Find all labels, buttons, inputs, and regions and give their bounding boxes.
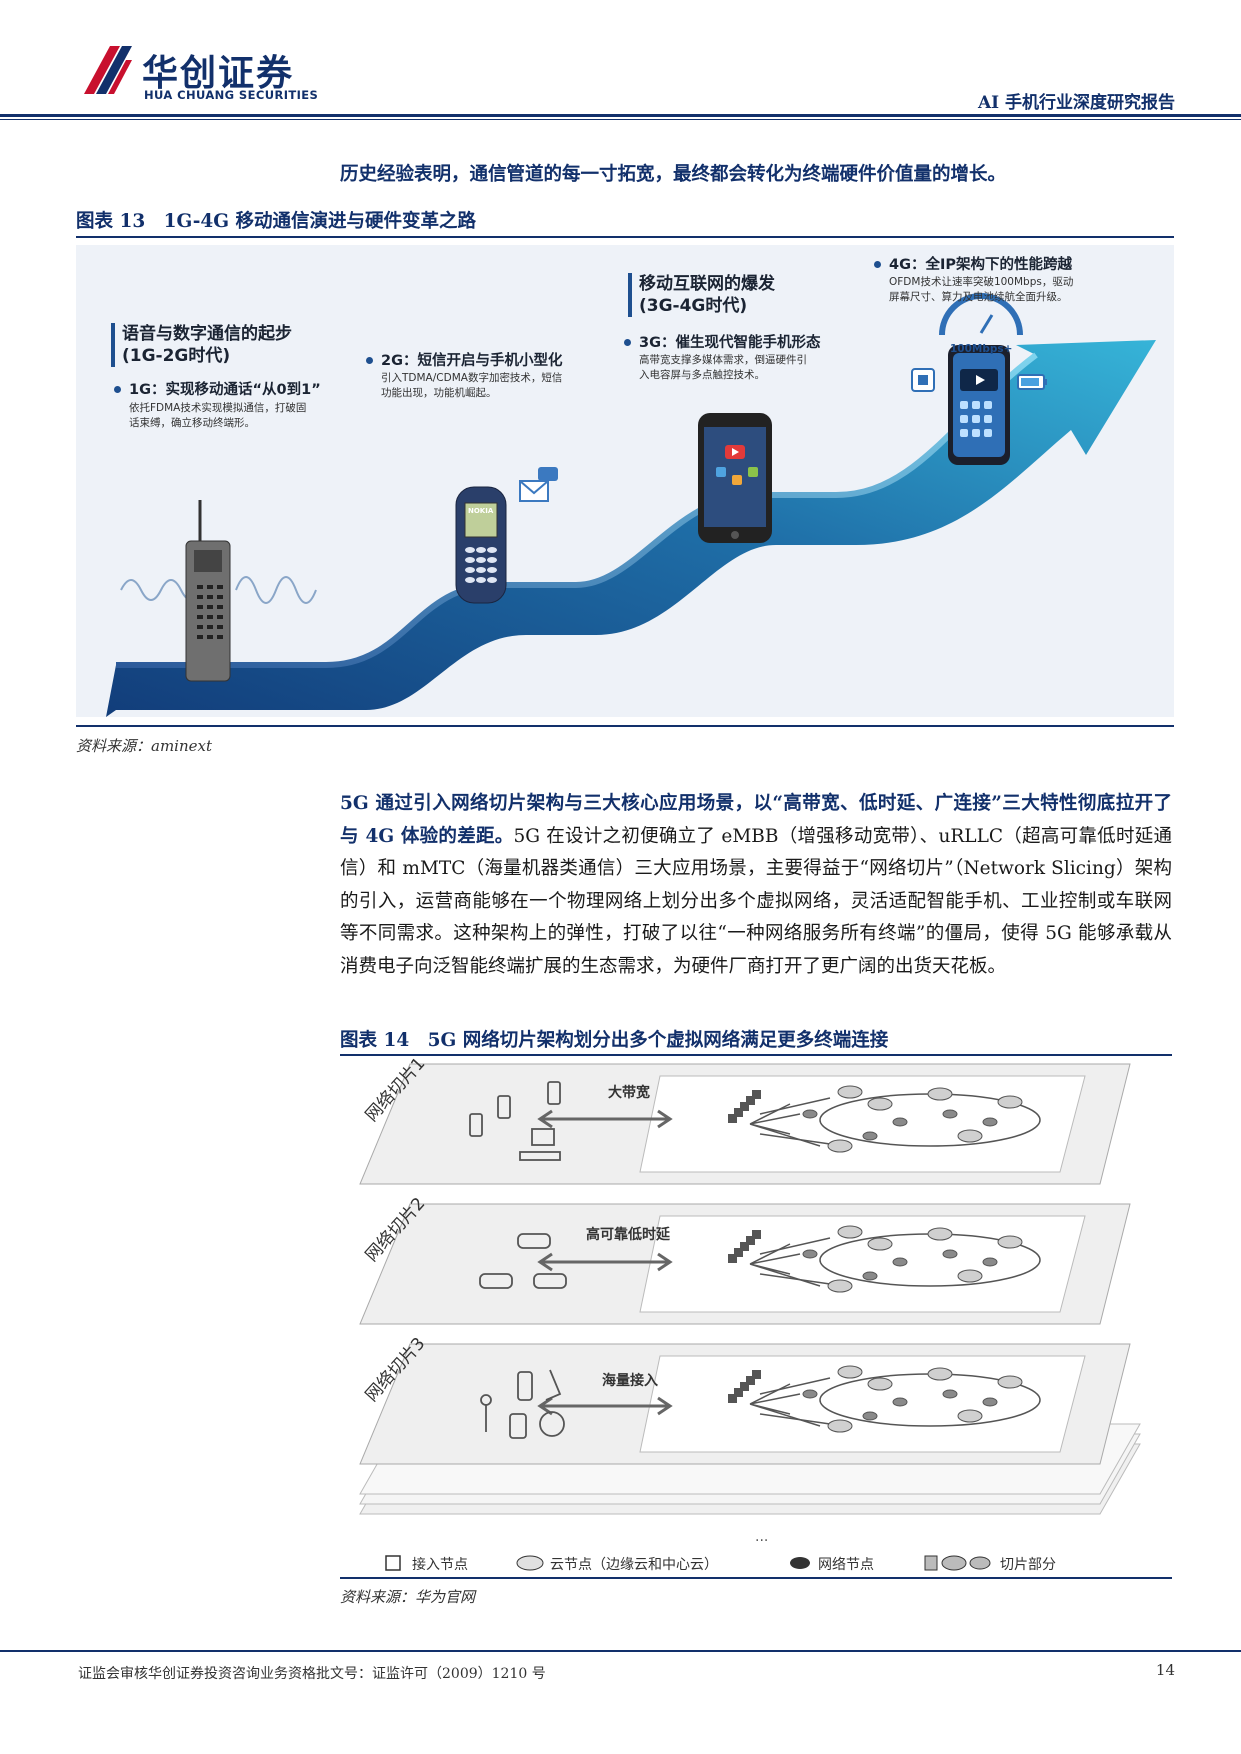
more-slices-ellipsis: ... <box>755 1529 768 1545</box>
report-title: AI 手机行业深度研究报告 <box>977 93 1175 113</box>
g3-bullet <box>624 339 631 346</box>
figure13-bottom-rule <box>76 725 1174 727</box>
era2-bar <box>628 273 632 317</box>
battery-icon <box>1017 374 1047 390</box>
logo-icon <box>84 46 132 94</box>
lead-sentence: 历史经验表明，通信管道的每一寸拓宽，最终都会转化为终端硬件价值量的增长。 <box>340 164 1007 185</box>
header-rule <box>0 114 1241 117</box>
g1-title: 1G：实现移动通话“从0到1” <box>129 382 321 398</box>
figure14-title-rule <box>340 1054 1172 1056</box>
slice3-arrow-label: 海量接入 <box>602 1373 658 1389</box>
legend-access-node: 接入节点 <box>412 1557 468 1573</box>
g2-bullet <box>366 357 373 364</box>
chip-icon <box>911 368 935 392</box>
legend-cloud-node: 云节点（边缘云和中心云） <box>550 1557 718 1573</box>
g3-desc: 高带宽支撑多媒体需求，倒逼硬件引 入电容屏与多点触控技术。 <box>639 354 807 381</box>
nokia-phone-icon <box>455 486 507 604</box>
slice1-arrow-label: 大带宽 <box>608 1085 650 1101</box>
network-slicing-graphic: ... <box>359 1063 1141 1571</box>
g3-title: 3G：催生现代智能手机形态 <box>639 335 821 351</box>
logo-text-cn: 华创证券 <box>142 53 295 94</box>
g4-bullet <box>874 261 881 268</box>
legend-network-node-icon <box>790 1557 810 1569</box>
g1-desc: 依托FDMA技术实现模拟通信，打破固 话束缚，确立移动终端形。 <box>129 402 307 429</box>
g2-title: 2G：短信开启与手机小型化 <box>381 353 563 369</box>
figure13-title: 图表 13 1G-4G 移动通信演进与硬件变革之路 <box>76 211 476 232</box>
legend-network-node: 网络节点 <box>818 1557 874 1573</box>
brick-phone-icon <box>185 500 231 682</box>
paragraph-bold-lead: 5G 通过引入网络切片架构与三大核心应用场景，以“高带宽、低时延、广连接”三大特… <box>340 793 1172 847</box>
header-rule-thin <box>0 119 1241 120</box>
speed-label: 100Mbps+ <box>950 343 1013 355</box>
legend-slice-part: 切片部分 <box>1000 1557 1056 1573</box>
figure13-title-rule <box>76 236 1174 238</box>
nokia-label: NOKIA <box>468 507 494 515</box>
g4-title: 4G：全IP架构下的性能跨越 <box>889 257 1073 273</box>
smartphone-3g-icon <box>698 413 772 543</box>
figure13-illustration: 语音与数字通信的起步 (1G-2G时代) 1G：实现移动通话“从0到1” 依托F… <box>76 245 1174 717</box>
figure14-title: 图表 14 5G 网络切片架构划分出多个虚拟网络满足更多终端连接 <box>340 1030 889 1051</box>
evolution-staircase-graphic <box>106 293 1156 717</box>
g4-desc: OFDM技术让速率突破100Mbps，驱动 屏幕尺寸、算力及电池续航全面升级。 <box>889 276 1074 303</box>
page-number: 14 <box>1155 1661 1175 1679</box>
g2-desc: 引入TDMA/CDMA数字加密技术，短信 功能出现，功能机崛起。 <box>381 372 563 399</box>
legend-cloud-node-icon <box>516 1555 544 1571</box>
g1-bullet <box>114 386 121 393</box>
body-paragraph: 5G 通过引入网络切片架构与三大核心应用场景，以“高带宽、低时延、广连接”三大特… <box>340 788 1172 983</box>
sms-icon <box>519 467 558 502</box>
figure14-bottom-rule <box>340 1577 1172 1579</box>
figure14-source: 资料来源：华为官网 <box>340 1588 476 1606</box>
footer-rule <box>0 1650 1241 1652</box>
figure13-source: 资料来源：aminext <box>76 737 212 755</box>
legend-access-node-icon <box>385 1555 401 1571</box>
smartphone-4g-icon <box>948 345 1010 465</box>
logo-text-en: HUA CHUANG SECURITIES <box>144 88 319 102</box>
paragraph-body: 5G 在设计之初便确立了 eMBB（增强移动宽带）、uRLLC（超高可靠低时延通… <box>340 825 1172 977</box>
legend-slice-part-icon <box>924 1555 991 1571</box>
era1-heading: 语音与数字通信的起步 (1G-2G时代) <box>122 324 292 366</box>
figure14-diagram: ... 网络切片1 网络切片2 网络切片3 大带宽 高可靠低时延 海量接入 接入… <box>340 1054 1172 1584</box>
era2-heading: 移动互联网的爆发 (3G-4G时代) <box>639 274 775 316</box>
slice2-arrow-label: 高可靠低时延 <box>586 1227 670 1243</box>
era1-bar <box>111 323 115 367</box>
footer-license: 证监会审核华创证券投资咨询业务资格批文号：证监许可（2009）1210 号 <box>78 1666 546 1682</box>
